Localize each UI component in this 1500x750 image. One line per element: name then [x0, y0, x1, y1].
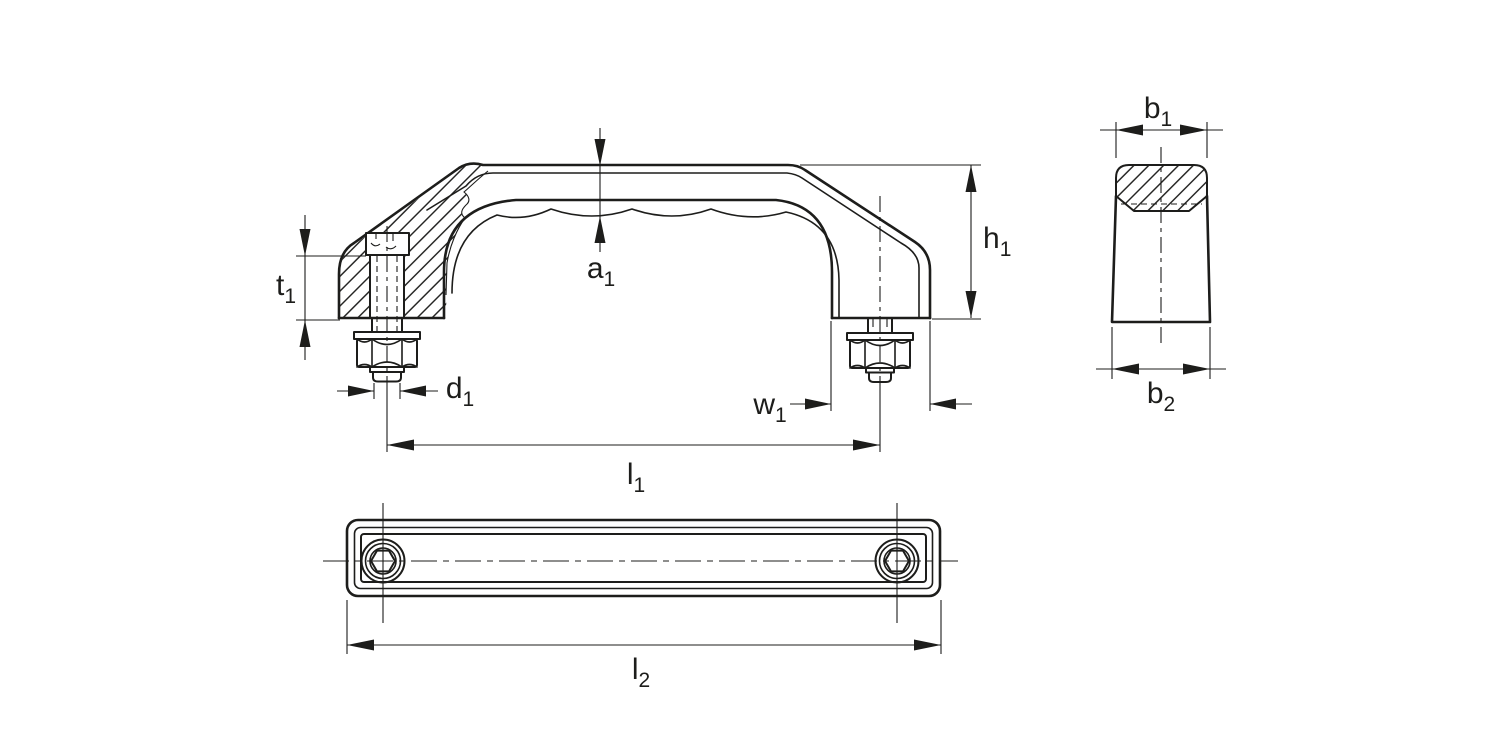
right-head-circle: [878, 542, 916, 580]
bottom-view-edge-outline: [353, 526, 934, 590]
dimension-b2: b2: [1096, 327, 1226, 416]
bottom-view-outer-outline: [345, 518, 942, 598]
h1-arrowhead-up: [965, 165, 977, 192]
l2-arrowhead-right: [914, 639, 941, 651]
b1-arrowhead-right: [1180, 124, 1207, 136]
dimension-d1: d1: [337, 372, 474, 411]
finger-grip-scallops: [451, 208, 840, 319]
w1-arrowhead-right: [805, 398, 831, 410]
t1-arrowhead-up: [299, 320, 311, 347]
dimension-label-d1: d1: [446, 372, 474, 411]
left-head-circle: [364, 542, 402, 580]
dimension-a1: a1: [587, 128, 615, 291]
l1-arrowhead-left: [387, 439, 414, 451]
l1-arrowhead-right: [853, 439, 880, 451]
dimension-label-b2: b2: [1147, 377, 1175, 416]
dimension-label-w1: w1: [752, 388, 786, 427]
dimension-b1: b1: [1100, 92, 1223, 158]
dimension-t1: t1: [276, 215, 366, 360]
h1-arrowhead-down: [965, 291, 977, 318]
handle-outer-contour: [337, 162, 932, 320]
right-nut-chamfer-arcs-top: [849, 339, 911, 347]
dimension-h1: h1: [800, 164, 1011, 320]
left-nut-chamfer-arcs-top: [356, 338, 418, 346]
handle-inner-contour: [442, 198, 834, 320]
b2-arrowhead-left: [1112, 363, 1139, 375]
thread-relief-curl-1: [370, 242, 381, 247]
w1-arrowhead-left: [930, 398, 956, 410]
bottom-view: l2: [323, 503, 958, 692]
dimension-label-l2: l2: [632, 653, 650, 692]
main-side-view: t1 a1 d1 w1: [276, 128, 1011, 497]
dimension-label-a1: a1: [587, 252, 615, 291]
t1-arrowhead-down: [299, 229, 311, 256]
b2-arrowhead-right: [1183, 363, 1210, 375]
right-counterbore-circle: [874, 538, 920, 584]
l2-arrowhead-left: [347, 639, 374, 651]
right-socket-screw-top: [874, 538, 920, 584]
b1-arrowhead-left: [1116, 124, 1143, 136]
cross-section-view: b1 b2: [1096, 92, 1226, 416]
left-screw-section: [365, 232, 410, 333]
left-socket-screw-top: [360, 538, 406, 584]
dimension-label-l1: l1: [627, 458, 645, 497]
dimension-l1: l1: [387, 439, 880, 497]
section-break-line: [445, 170, 489, 296]
dimension-label-b1: b1: [1144, 92, 1172, 131]
dimension-label-h1: h1: [983, 222, 1011, 261]
left-counterbore-circle: [360, 538, 406, 584]
a1-arrowhead-up: [594, 216, 606, 243]
dimension-w1: w1: [752, 321, 972, 427]
d1-arrowhead-right: [348, 385, 374, 397]
dimension-label-t1: t1: [276, 269, 296, 308]
right-hex-socket: [884, 549, 910, 573]
bottom-view-inner-outline: [360, 533, 927, 583]
a1-arrowhead-down: [594, 139, 606, 166]
handle-edge-line: [426, 172, 920, 319]
dimension-l2: l2: [346, 600, 942, 692]
right-nut-chamfer-arcs-bottom: [849, 362, 911, 369]
d1-arrowhead-left: [400, 385, 426, 397]
left-hex-socket: [370, 549, 396, 573]
